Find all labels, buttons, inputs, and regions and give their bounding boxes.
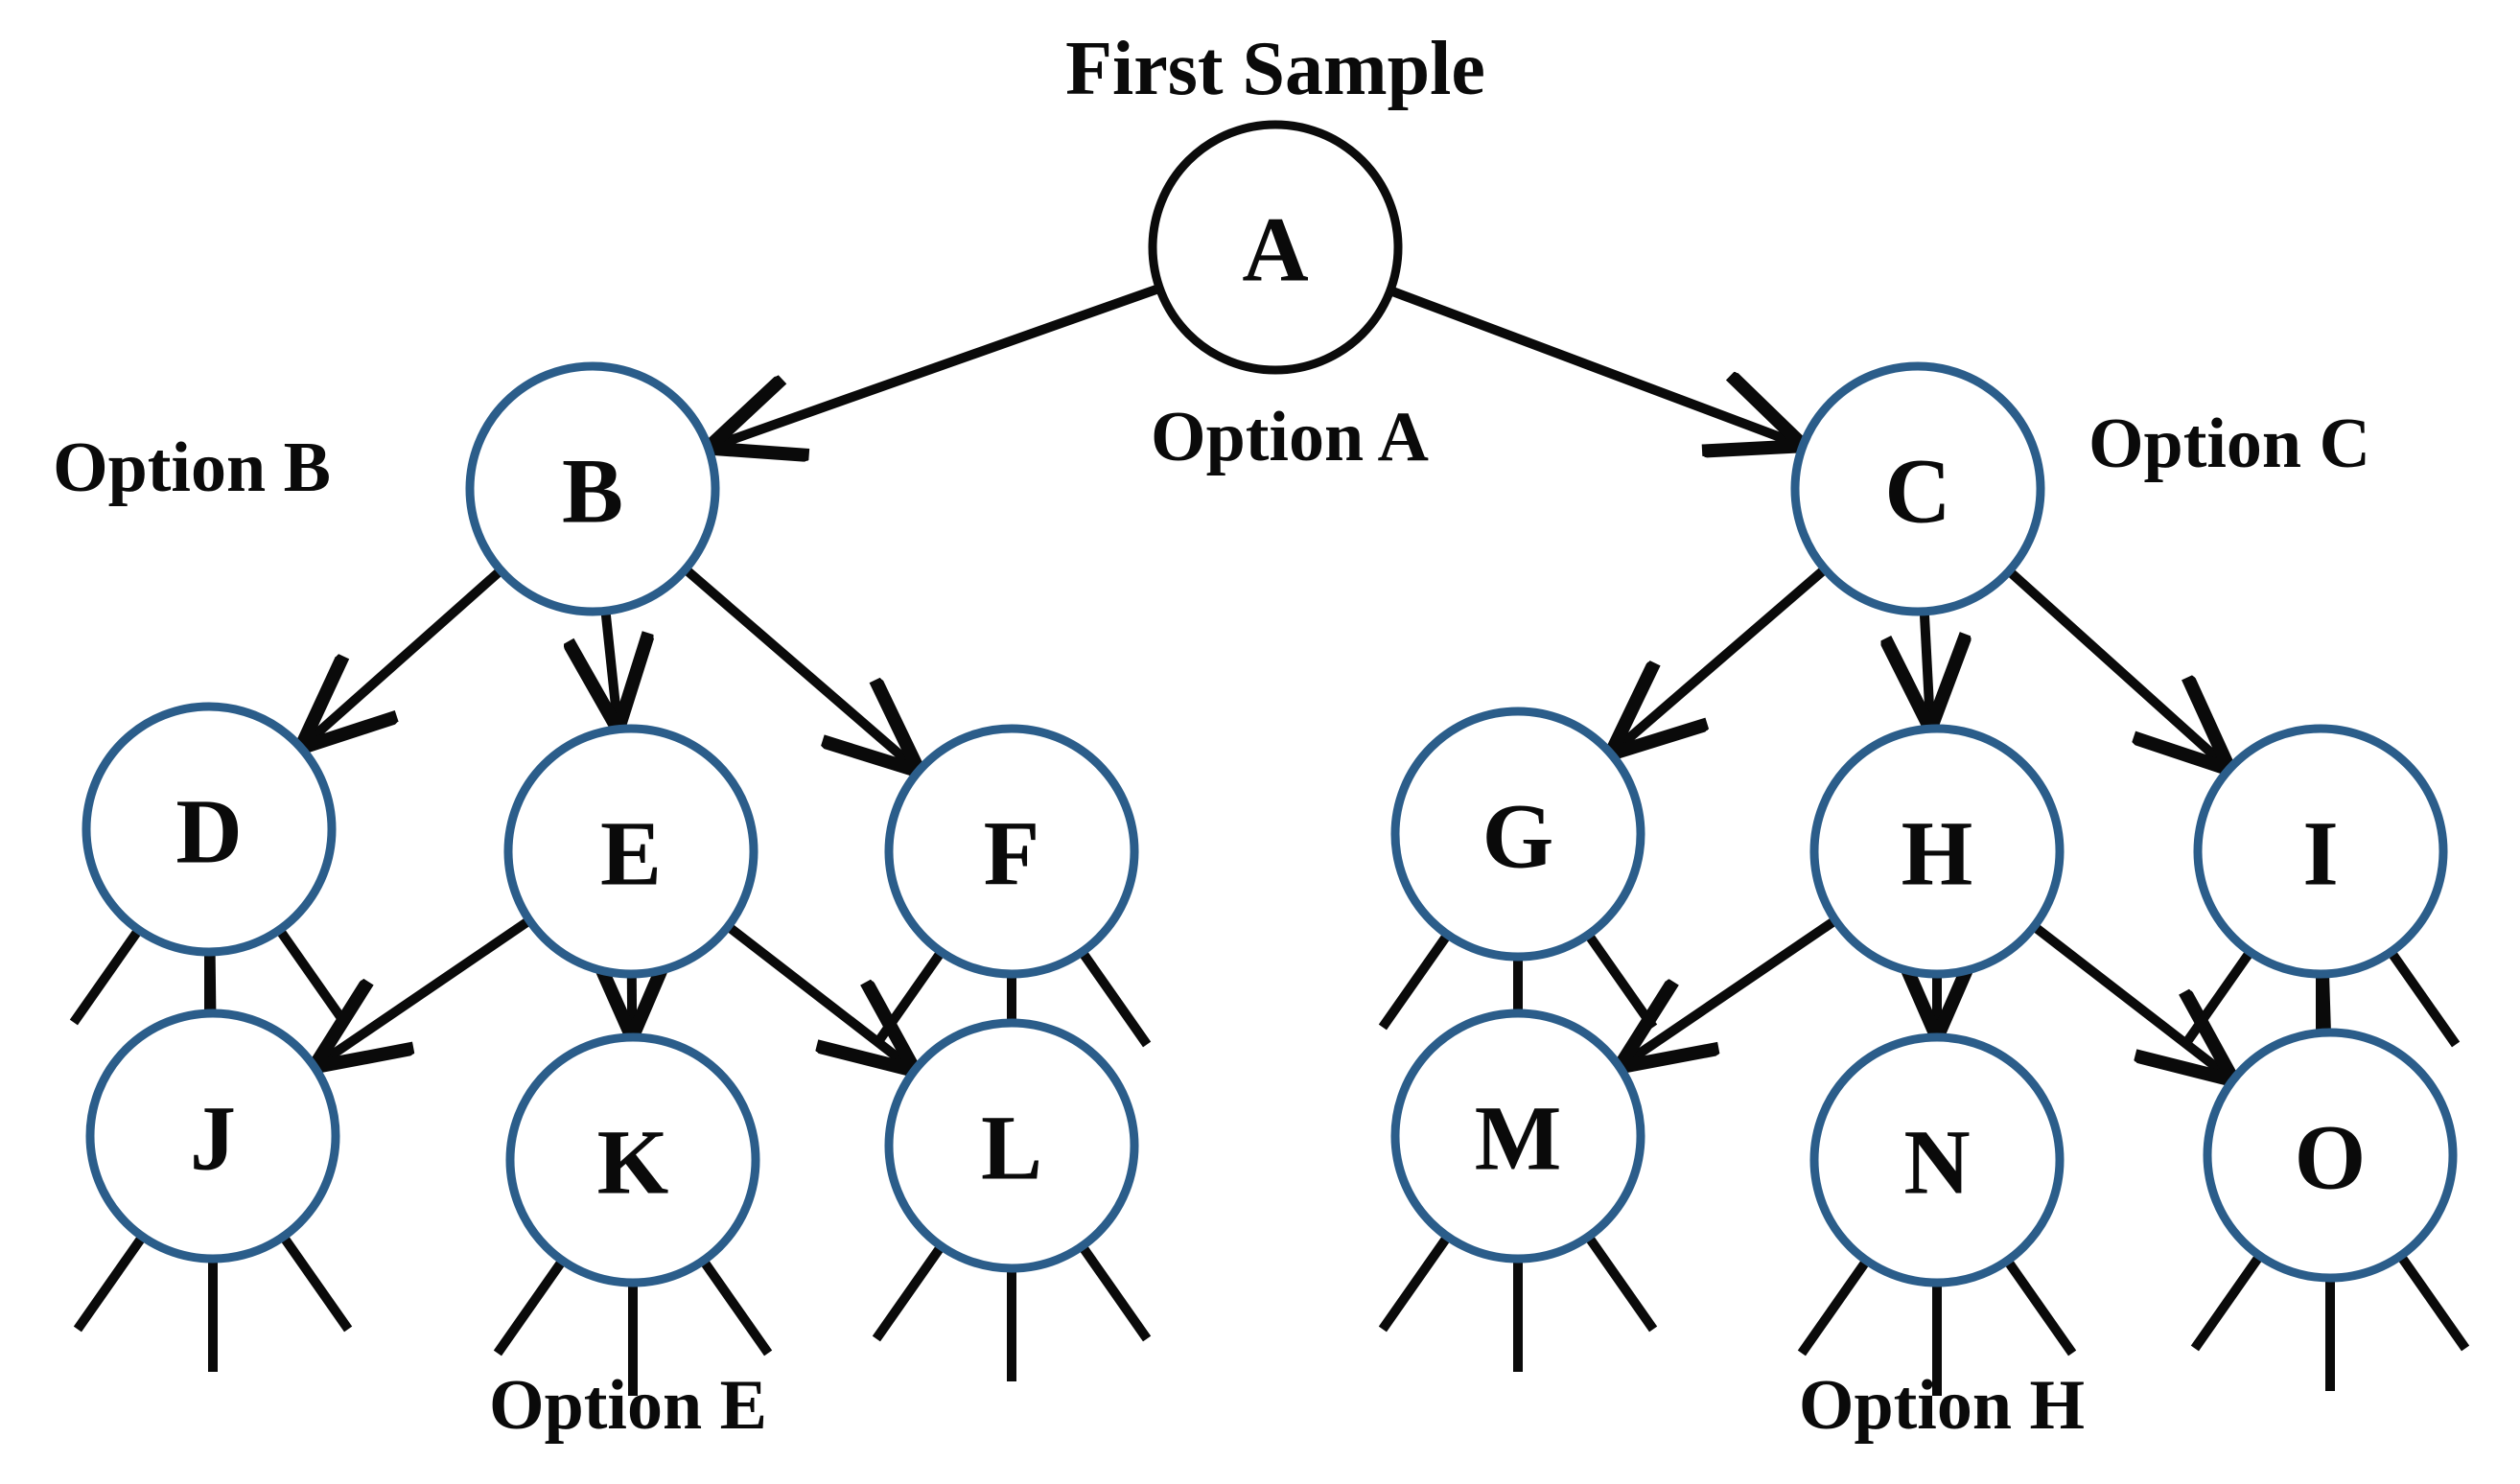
edge-h-to-m [1622, 916, 1838, 1065]
node-b-circle[interactable] [465, 361, 720, 616]
edge-a-to-c [1388, 286, 1800, 444]
node-g-label: G [1482, 785, 1554, 888]
node-n-leg-left [1797, 1257, 1871, 1356]
annotation-option-c: Option C [2088, 405, 2370, 483]
node-n-label: N [1903, 1111, 1970, 1214]
node-d-label: D [175, 780, 242, 883]
node-l-leg-right [1078, 1242, 1152, 1342]
node-b[interactable]: B [465, 361, 720, 616]
edge-e-to-j [317, 916, 532, 1065]
node-o-leg-left [2190, 1252, 2264, 1352]
annotation-option-a: Option A [1151, 398, 1429, 476]
node-g-leg-left [1378, 931, 1452, 1031]
node-h-circle[interactable] [1809, 724, 2065, 979]
node-i-circle[interactable] [2193, 724, 2448, 979]
node-f-leg-left [872, 948, 945, 1048]
annotation-title: First Sample [1065, 27, 1485, 111]
node-a-circle[interactable] [1148, 120, 1403, 375]
node-n-leg-right [2003, 1257, 2077, 1356]
edge-c-to-h [1925, 612, 1930, 725]
node-j-leg-left [73, 1233, 147, 1333]
annotation-option-e: Option E [489, 1366, 767, 1445]
node-c-circle[interactable] [1790, 361, 2045, 616]
node-c[interactable]: C [1790, 361, 2045, 616]
edge-e-to-l [725, 922, 912, 1068]
node-c-label: C [1884, 440, 1950, 543]
node-n[interactable]: N [1809, 1032, 2065, 1287]
node-k-label: K [597, 1111, 669, 1214]
node-k-leg-left [493, 1257, 567, 1356]
node-m-label: M [1475, 1087, 1562, 1190]
node-e-circle[interactable] [503, 724, 758, 979]
node-k-leg-right [699, 1257, 773, 1356]
node-d-leg-right [275, 926, 349, 1026]
node-j-circle[interactable] [85, 1009, 340, 1264]
node-a-label: A [1242, 198, 1308, 301]
node-l-label: L [981, 1097, 1042, 1199]
node-d[interactable]: D [82, 702, 337, 957]
node-i-label: I [2302, 802, 2338, 905]
node-f[interactable]: F [884, 724, 1139, 979]
nodes-layer: A B C D E F G H I J K L M N O [82, 120, 2458, 1287]
node-e[interactable]: E [503, 724, 758, 979]
edge-b-to-d [304, 567, 503, 746]
annotation-option-h: Option H [1799, 1366, 2085, 1445]
node-g-leg-right [1584, 931, 1658, 1031]
edge-a-to-b [712, 284, 1161, 447]
node-h[interactable]: H [1809, 724, 2065, 979]
node-l[interactable]: L [884, 1018, 1139, 1273]
edge-b-to-e [606, 611, 618, 725]
node-k[interactable]: K [505, 1032, 760, 1287]
annotation-option-b: Option B [53, 429, 331, 507]
node-m-leg-left [1378, 1233, 1452, 1333]
legs-layer [69, 926, 2470, 1396]
node-h-label: H [1902, 802, 1973, 905]
node-l-leg-left [872, 1242, 945, 1342]
node-j[interactable]: J [85, 1009, 340, 1264]
node-o-circle[interactable] [2203, 1028, 2458, 1283]
edges-layer [205, 284, 2331, 1078]
node-d-circle[interactable] [82, 702, 337, 957]
node-l-circle[interactable] [884, 1018, 1139, 1273]
node-d-leg-left [69, 926, 143, 1026]
node-a[interactable]: A [1148, 120, 1403, 375]
node-b-label: B [562, 440, 623, 543]
node-i[interactable]: I [2193, 724, 2448, 979]
node-j-leg-right [279, 1233, 353, 1333]
edge-h-to-o [2031, 922, 2230, 1078]
edge-c-to-g [1614, 566, 1828, 751]
edge-c-to-i [2006, 568, 2227, 766]
node-o[interactable]: O [2203, 1028, 2458, 1283]
node-i-leg-right [2387, 948, 2461, 1048]
node-i-leg-left [2181, 948, 2254, 1048]
node-o-leg-right [2396, 1252, 2470, 1352]
node-m-leg-right [1584, 1233, 1658, 1333]
node-n-circle[interactable] [1809, 1032, 2065, 1287]
node-o-label: O [2295, 1106, 2367, 1209]
node-g-circle[interactable] [1390, 707, 1645, 962]
node-f-leg-right [1078, 948, 1152, 1048]
node-e-label: E [600, 802, 662, 905]
node-m-circle[interactable] [1390, 1009, 1645, 1264]
node-m[interactable]: M [1390, 1009, 1645, 1264]
node-g[interactable]: G [1390, 707, 1645, 962]
node-k-circle[interactable] [505, 1032, 760, 1287]
node-f-label: F [984, 802, 1040, 905]
node-j-label: J [190, 1087, 236, 1190]
edge-b-to-f [683, 566, 917, 768]
node-f-circle[interactable] [884, 724, 1139, 979]
